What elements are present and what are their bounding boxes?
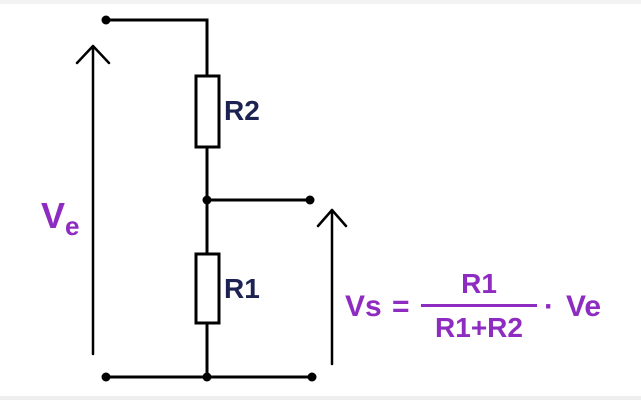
terminal-bottom-left <box>101 372 111 382</box>
bottom-border <box>0 396 641 400</box>
top-wire <box>106 18 209 76</box>
formula-numerator: R1 <box>461 268 497 299</box>
input-voltage-subscript: e <box>65 211 79 241</box>
input-voltage-label: Ve <box>41 195 79 241</box>
r1-label: R1 <box>224 273 260 304</box>
formula-denominator: R1+R2 <box>435 312 523 343</box>
output-voltage-arrow <box>316 208 348 366</box>
resistor-r1 <box>194 252 221 325</box>
formula-multiply-dot: · <box>544 290 554 323</box>
top-border <box>0 0 641 4</box>
junction-bottom <box>202 372 212 382</box>
terminal-bottom-right <box>307 372 317 382</box>
input-voltage-arrow <box>75 44 111 356</box>
terminal-output <box>305 195 315 205</box>
junction-mid <box>202 195 212 205</box>
terminal-top-left <box>101 15 111 25</box>
r2-label: R2 <box>224 95 260 126</box>
resistor-r2 <box>194 74 221 149</box>
output-formula: Vs = R1 R1+R2 · Ve <box>345 268 601 343</box>
formula-lhs: Vs <box>345 290 382 323</box>
formula-rhs: Ve <box>566 290 601 323</box>
formula-equals: = <box>392 290 410 323</box>
input-voltage-main: V <box>41 195 65 236</box>
fraction-bar <box>421 304 537 307</box>
